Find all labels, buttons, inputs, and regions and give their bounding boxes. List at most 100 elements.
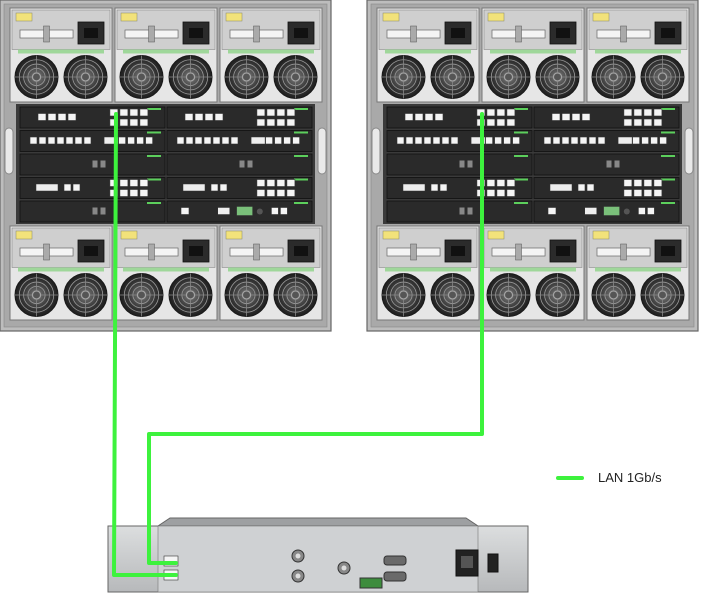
port-icon: [633, 179, 643, 187]
port-icon: [194, 136, 203, 145]
port-icon: [588, 136, 597, 145]
port-icon: [47, 113, 57, 121]
port-icon: [139, 179, 149, 187]
blade-module: [19, 177, 166, 199]
status-led-icon: [382, 12, 400, 22]
port-icon: [37, 113, 47, 121]
blade-module: [386, 200, 533, 223]
blade-module: [19, 200, 166, 223]
terminal-block-icon: [359, 577, 383, 589]
power-supply: [586, 7, 690, 103]
port-icon: [633, 118, 643, 127]
status-led-icon: [592, 12, 610, 22]
port-icon: [118, 136, 126, 145]
port-icon: [496, 179, 506, 187]
port-icon: [643, 179, 653, 187]
port-icon: [570, 136, 579, 145]
power-supply: [114, 225, 218, 321]
port-icon: [439, 183, 448, 192]
port-icon: [74, 136, 83, 145]
port-icon: [266, 189, 276, 197]
port-icon: [650, 136, 658, 145]
status-led-icon: [120, 12, 138, 22]
port-icon: [643, 118, 653, 127]
port-icon: [67, 113, 77, 121]
power-supply: [586, 225, 690, 321]
port-icon: [280, 207, 288, 215]
port-icon: [176, 136, 185, 145]
port-icon: [561, 136, 570, 145]
fan-icon: [168, 272, 213, 317]
port-icon: [547, 207, 557, 215]
port-icon: [486, 179, 496, 187]
port-icon: [653, 189, 663, 197]
lan-cable: [112, 112, 178, 577]
power-supply: [376, 225, 480, 321]
power-supply: [9, 225, 113, 321]
port-icon: [653, 118, 663, 127]
side-handle-icon: [317, 127, 327, 175]
port-icon: [184, 113, 194, 121]
status-led-icon: [592, 230, 610, 240]
port-icon: [283, 136, 291, 145]
port-icon: [404, 113, 414, 121]
fan-icon: [168, 54, 213, 99]
port-icon: [430, 183, 439, 192]
fan-icon: [430, 54, 475, 99]
port-icon: [543, 136, 552, 145]
fan-icon: [119, 54, 164, 99]
port-icon: [632, 136, 640, 145]
side-handle-icon: [4, 127, 14, 175]
port-icon: [414, 136, 423, 145]
port-icon: [219, 183, 228, 192]
blade-module: [19, 130, 166, 152]
blade-module: [166, 130, 313, 152]
port-icon: [109, 108, 119, 117]
power-supply: [481, 225, 585, 321]
port-icon: [434, 113, 444, 121]
status-led-icon: [15, 230, 33, 240]
port-icon: [276, 179, 286, 187]
status-led-icon: [15, 12, 33, 22]
port-icon: [274, 136, 282, 145]
fan-icon: [381, 54, 426, 99]
port-icon: [292, 136, 300, 145]
blade-module: [386, 130, 533, 152]
fan-icon: [119, 272, 164, 317]
port-icon: [450, 136, 459, 145]
blade-module: [386, 153, 533, 176]
port-icon: [119, 108, 129, 117]
port-icon: [210, 183, 219, 192]
port-icon: [266, 179, 276, 187]
fan-icon: [591, 54, 636, 99]
blade-module: [166, 106, 313, 129]
port-icon: [276, 118, 286, 127]
blade-module: [533, 106, 680, 129]
port-icon: [180, 207, 190, 215]
port-icon: [83, 136, 92, 145]
port-icon: [265, 136, 273, 145]
port-icon: [659, 136, 667, 145]
port-icon: [441, 136, 450, 145]
port-icon: [139, 118, 149, 127]
fan-icon: [591, 272, 636, 317]
port-icon: [57, 113, 67, 121]
port-icon: [424, 113, 434, 121]
port-icon: [581, 113, 591, 121]
status-led-icon: [225, 12, 243, 22]
port-icon: [256, 108, 266, 117]
rack-top-edge: [156, 517, 480, 527]
port-icon: [552, 136, 561, 145]
port-icon: [571, 113, 581, 121]
port-icon: [38, 136, 47, 145]
port-icon: [597, 136, 606, 145]
port-icon: [506, 118, 516, 127]
port-icon: [136, 136, 144, 145]
blade-module: [533, 177, 680, 199]
lan-cable: [147, 112, 484, 565]
fan-icon: [381, 272, 426, 317]
fan-icon: [273, 272, 318, 317]
power-supply: [9, 7, 113, 103]
power-supply: [481, 7, 585, 103]
port-icon: [29, 136, 38, 145]
